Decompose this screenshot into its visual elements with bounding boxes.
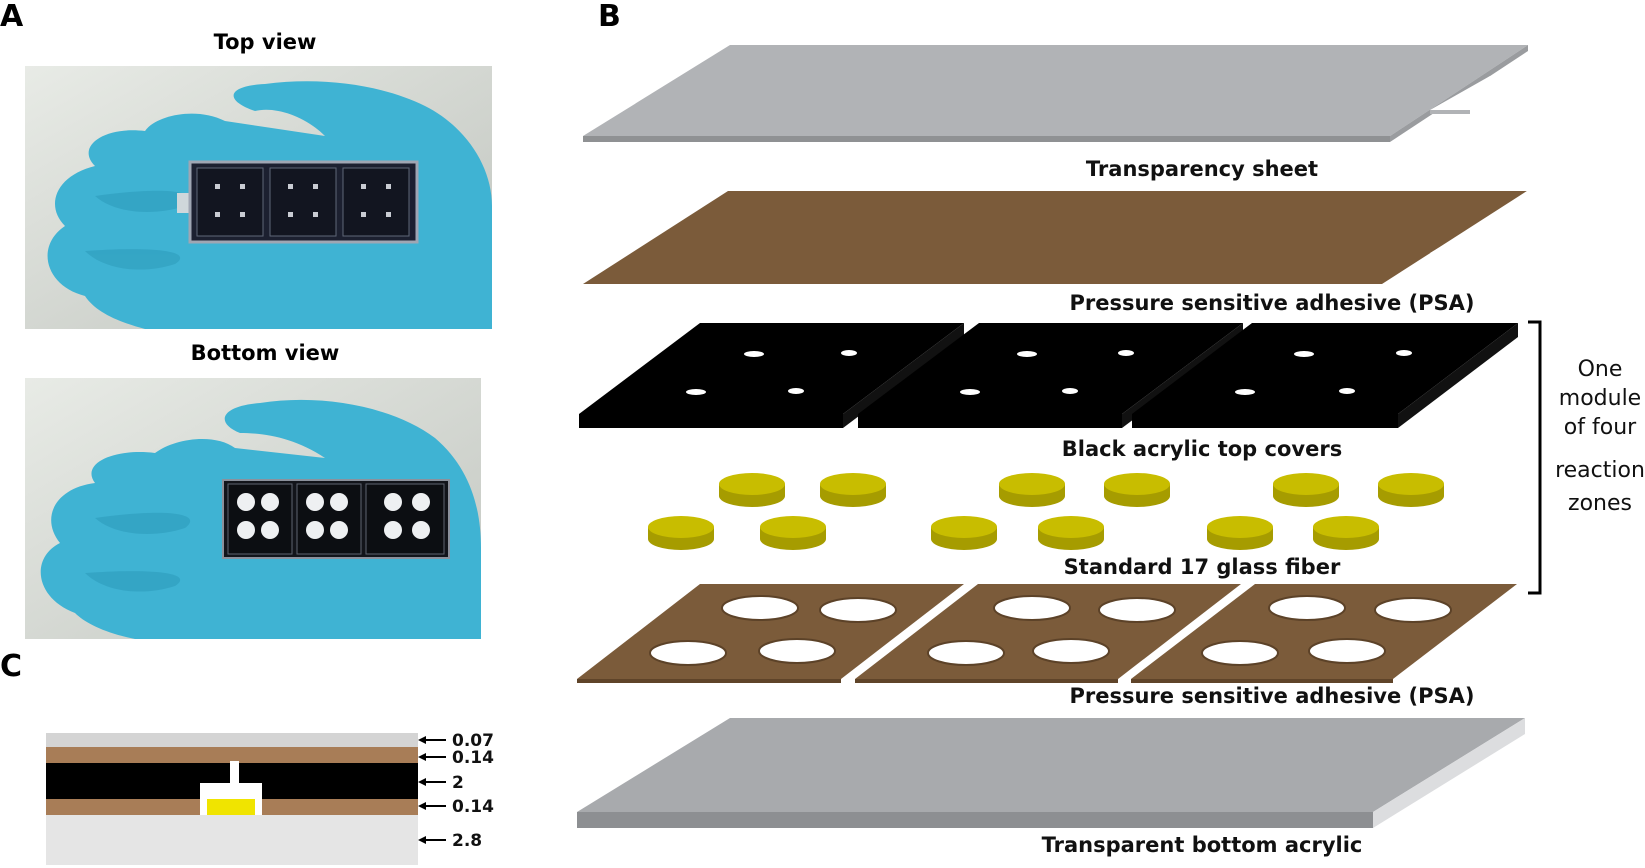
bottom-view-photo: [25, 378, 481, 639]
label-black-acrylic: Black acrylic top covers: [1062, 437, 1342, 461]
device-top: [188, 160, 419, 244]
svg-text:zones: zones: [1568, 491, 1632, 516]
black-acrylic-cover-1: [579, 323, 964, 428]
panel-letter-b: B: [598, 0, 621, 34]
transparency-sheet-layer: [583, 45, 1530, 142]
section-bottom-acrylic: [46, 815, 418, 865]
black-acrylic-cover-3: [1132, 323, 1518, 428]
section-psa-top: [46, 747, 418, 763]
psa-bottom-piece-3: [1131, 584, 1517, 683]
svg-text:One: One: [1578, 357, 1623, 382]
dim-transparency: 0.07: [452, 731, 494, 751]
label-psa-top: Pressure sensitive adhesive (PSA): [1069, 291, 1474, 315]
module-label: One module of four reaction zones: [1555, 357, 1645, 516]
section-transparency: [46, 733, 418, 747]
svg-text:module: module: [1559, 386, 1641, 411]
glass-fiber-disc: [820, 473, 886, 507]
label-psa-bottom: Pressure sensitive adhesive (PSA): [1069, 684, 1474, 708]
psa-bottom-piece-1: [577, 584, 964, 683]
glass-fiber-disc: [1378, 473, 1444, 507]
dim-psa-bottom: 0.14: [452, 797, 494, 817]
glass-fiber-disc: [1313, 516, 1379, 550]
glass-fiber-disc: [1038, 516, 1104, 550]
glass-fiber-disc: [1207, 516, 1273, 550]
glass-fiber-disc: [760, 516, 826, 550]
black-acrylic-cover-2: [858, 323, 1243, 428]
glass-fiber-disc: [931, 516, 997, 550]
svg-text:of four: of four: [1564, 415, 1637, 440]
glass-fiber-disc: [999, 473, 1065, 507]
glass-fiber-disc: [1104, 473, 1170, 507]
device-bottom: [222, 479, 450, 559]
glass-fiber-disc: [1273, 473, 1339, 507]
dim-bottom-acrylic: 2.8: [452, 831, 482, 851]
label-bottom-acrylic: Transparent bottom acrylic: [1042, 833, 1363, 857]
label-glass-fiber: Standard 17 glass fiber: [1064, 555, 1341, 579]
glass-fiber-disc: [719, 473, 785, 507]
psa-top-layer: [583, 191, 1530, 284]
bottom-acrylic-layer: [577, 718, 1525, 828]
dim-black-acrylic: 2: [452, 773, 464, 793]
top-view-photo: [25, 66, 492, 329]
glass-fiber-discs: [648, 473, 1444, 550]
label-transparency-sheet: Transparency sheet: [1086, 157, 1318, 181]
bottom-view-title: Bottom view: [190, 341, 340, 365]
panel-letter-c: C: [0, 649, 23, 684]
glass-fiber-disc: [648, 516, 714, 550]
section-glass-fiber: [207, 799, 255, 815]
top-view-title: Top view: [213, 30, 317, 54]
module-bracket: [1528, 320, 1542, 595]
dimension-arrows: [418, 736, 446, 844]
panel-letter-a: A: [0, 0, 24, 34]
psa-bottom-piece-2: [855, 584, 1241, 683]
dim-psa-top: 0.14: [452, 748, 494, 768]
svg-text:reaction: reaction: [1555, 458, 1645, 483]
cross-section: [46, 733, 418, 865]
